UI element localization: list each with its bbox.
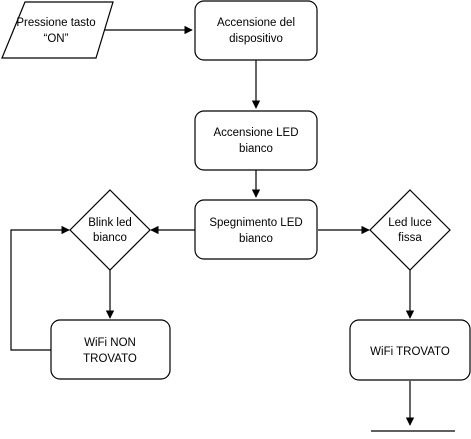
decision-diamond <box>69 189 151 271</box>
node-label-line2: fissa <box>398 232 422 244</box>
node-label-line2: TROVATO <box>83 353 137 365</box>
node-press-on: Pressione tasto “ON” <box>1 1 114 59</box>
node-white-led-on: Accensione LED bianco <box>194 110 318 171</box>
process-box <box>50 319 171 380</box>
node-label-line1: Pressione tasto <box>16 17 95 29</box>
node-label-line1: Led luce <box>388 217 431 229</box>
node-power-on-device: Accensione del dispositivo <box>194 0 318 61</box>
process-box <box>194 110 318 171</box>
node-label-line2: dispositivo <box>229 33 283 45</box>
node-wifi-not-found: WiFi NON TROVATO <box>50 319 171 380</box>
node-wifi-found: WiFi TROVATO <box>349 319 471 381</box>
node-label-line2: “ON” <box>44 33 69 45</box>
node-label-line2: bianco <box>239 143 273 155</box>
node-label-line1: Accensione LED <box>213 127 298 139</box>
edge-wifi-not-found-loop-back <box>10 225 70 351</box>
node-blink-white-led: Blink led bianco <box>69 189 151 271</box>
node-steady-led: Led luce fissa <box>369 189 451 271</box>
node-label-line1: Blink led <box>88 217 131 229</box>
node-label-line1: WiFi TROVATO <box>370 346 450 358</box>
process-box <box>349 319 471 381</box>
node-label-line2: bianco <box>93 232 127 244</box>
input-parallelogram <box>1 1 114 59</box>
edges <box>10 25 455 432</box>
node-label-line1: WiFi NON <box>84 337 136 349</box>
node-label-line1: Accensione del <box>217 17 295 29</box>
node-label-line1: Spegnimento LED <box>209 217 302 229</box>
decision-diamond <box>369 189 451 271</box>
process-box <box>194 0 318 61</box>
process-box <box>194 199 318 260</box>
node-label-line2: bianco <box>239 233 273 245</box>
node-white-led-off: Spegnimento LED bianco <box>194 199 318 260</box>
